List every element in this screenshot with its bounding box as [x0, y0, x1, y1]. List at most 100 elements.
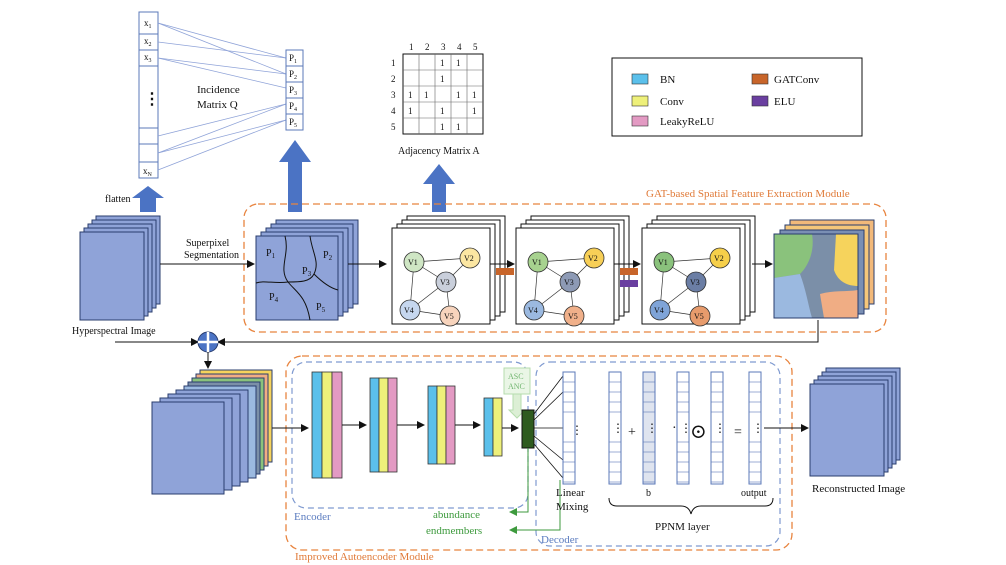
- incidence-title-line2: Matrix Q: [197, 99, 238, 111]
- seg-p5-sub: 5: [322, 306, 326, 314]
- legend-label-conv: Conv: [660, 96, 684, 108]
- graph-node-label: V5: [444, 312, 454, 321]
- bottleneck-fan: [533, 375, 564, 479]
- legend-swatch-conv: [631, 95, 649, 107]
- p-label-2: P: [289, 69, 294, 79]
- ppnm-label: PPNM layer: [655, 521, 710, 533]
- linear-vdots: ⋮: [571, 423, 583, 437]
- linear-mixing-line1: Linear: [556, 487, 585, 499]
- incidence-matrix: x1 x2 x3 ⋮ xN P1 P2 P3 P: [138, 11, 304, 179]
- abundance-arrow: [509, 448, 529, 516]
- graph-node-2: [459, 247, 481, 269]
- elu-block: [620, 280, 638, 287]
- adj-col-3: 3: [441, 42, 446, 52]
- graph-to-adjacency-arrow: [423, 164, 455, 212]
- vector-dots: ⋮: [612, 421, 624, 435]
- graph-node-label: V3: [690, 278, 700, 287]
- graph-node-label: V5: [568, 312, 578, 321]
- graph-node-label: V4: [654, 306, 664, 315]
- adjacency-frame: [402, 53, 484, 135]
- svg-text:xN: xN: [143, 166, 153, 178]
- adj-cell: 1: [440, 122, 445, 132]
- svg-text:x3: x3: [144, 52, 152, 64]
- adj-cell: 1: [440, 74, 445, 84]
- graph-node-label: V1: [408, 258, 418, 267]
- adj-cell: 1: [408, 90, 413, 100]
- adj-col-2: 2: [425, 42, 430, 52]
- x-label-n: x: [143, 166, 148, 176]
- asc-label: ASC: [508, 372, 524, 381]
- flatten-arrow: [132, 186, 164, 212]
- graph-node-label: V3: [564, 278, 574, 287]
- encoder-block-1: [311, 371, 343, 479]
- incidence-connections: [157, 22, 287, 171]
- asc-anc-box: [503, 367, 531, 395]
- superpixel-label-line2: Segmentation: [184, 250, 239, 261]
- gat-module-title: GAT-based Spatial Feature Extraction Mod…: [646, 188, 850, 200]
- legend-label-bn: BN: [660, 74, 675, 86]
- seg-p4: P: [269, 292, 275, 303]
- encoder-border: [291, 361, 529, 509]
- adj-row-1: 1: [391, 58, 396, 68]
- abundance-bottleneck: [521, 409, 535, 449]
- adj-row-2: 2: [391, 74, 396, 84]
- svg-text:P5: P5: [316, 302, 326, 314]
- svg-text:P1: P1: [266, 248, 276, 260]
- ppnm-b-vector: ⋮: [642, 371, 658, 485]
- ppnm-output-label: output: [741, 488, 767, 499]
- encoder-block-3: [427, 385, 456, 465]
- graph-node-1: [653, 251, 675, 273]
- graph-node-label: V3: [440, 278, 450, 287]
- seg-p1: P: [266, 248, 272, 259]
- ppnm-cdot: ·: [672, 421, 677, 436]
- graph-node-label: V2: [588, 254, 598, 263]
- graph-node-3: [435, 271, 457, 293]
- graph-node-4: [523, 299, 545, 321]
- graph-node-5: [439, 305, 461, 327]
- adj-row-4: 4: [391, 106, 396, 116]
- p-sub-4: 4: [294, 107, 297, 113]
- decoder-border: [535, 361, 781, 547]
- ppnm-equals: =: [734, 425, 742, 440]
- p-label-3: P: [289, 85, 294, 95]
- encoder-block-4: [483, 397, 503, 457]
- adj-cell: 1: [472, 106, 477, 116]
- legend-swatch-leakyrelu: [631, 115, 649, 127]
- vector-dots: ⋮: [646, 421, 658, 435]
- ppnm-odot: ⊙: [690, 421, 707, 443]
- x-sub-1: 1: [149, 24, 152, 30]
- seg-p4-sub: 4: [275, 296, 279, 304]
- ppnm-plus: +: [628, 425, 636, 440]
- svg-text:P3: P3: [289, 85, 297, 97]
- adj-cell: 1: [456, 90, 461, 100]
- superpixel-label-line1: Superpixel: [186, 238, 230, 249]
- ae-module-border: [285, 355, 793, 551]
- p-sub-2: 2: [294, 75, 297, 81]
- feature-map-front: [773, 233, 859, 319]
- adj-cell: 1: [472, 90, 477, 100]
- x-sub-2: 2: [149, 42, 152, 48]
- svg-text:P3: P3: [302, 266, 312, 278]
- p-label-1: P: [289, 53, 294, 63]
- graph-node-1: [527, 251, 549, 273]
- graph-node-label: V4: [528, 306, 538, 315]
- svg-text:P4: P4: [289, 101, 297, 113]
- reconstructed-cube: [809, 367, 901, 477]
- svg-text:P2: P2: [289, 69, 297, 81]
- adjacency-caption: Adjacency Matrix A: [398, 146, 480, 157]
- seg-p2: P: [323, 250, 329, 261]
- graph-node-5: [563, 305, 585, 327]
- graph-node-2: [709, 247, 731, 269]
- seg-p3: P: [302, 266, 308, 277]
- svg-text:x2: x2: [144, 36, 152, 48]
- anc-label: ANC: [508, 382, 525, 391]
- p-label-4: P: [289, 101, 294, 111]
- endmembers-label: endmembers: [426, 525, 482, 537]
- legend-label-leakyrelu: LeakyReLU: [660, 116, 714, 128]
- svg-text:P2: P2: [323, 250, 333, 262]
- x-sub-3: 3: [149, 58, 152, 64]
